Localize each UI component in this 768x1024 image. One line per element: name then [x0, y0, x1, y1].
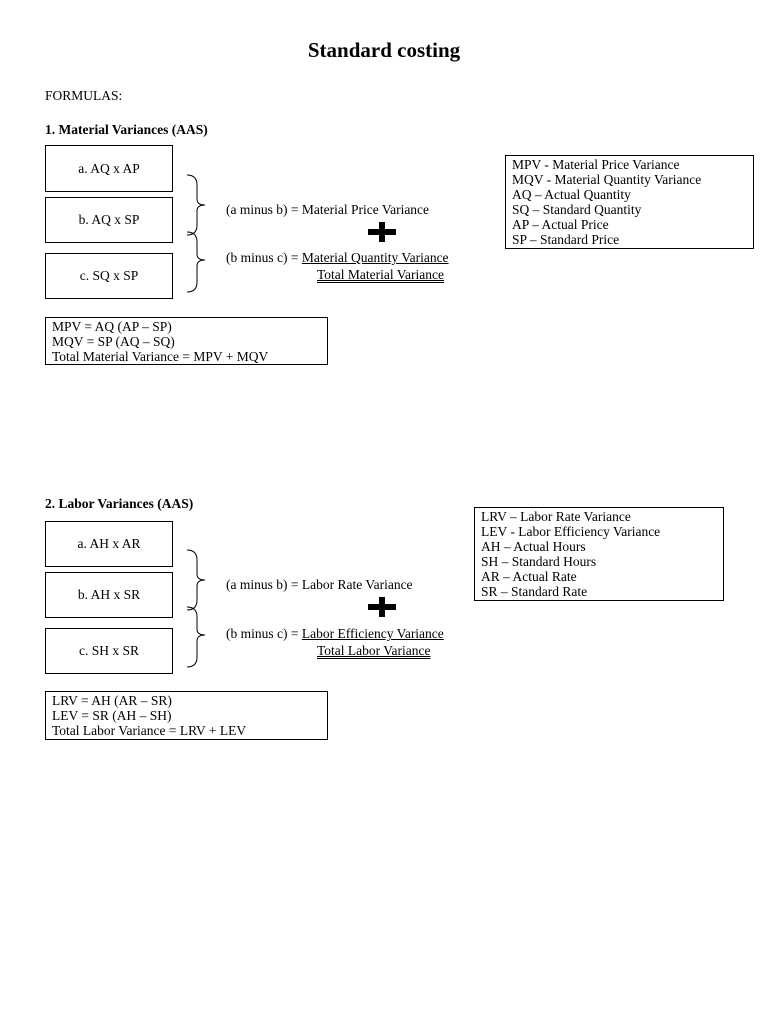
material-formula-box: MPV = AQ (AP – SP) MQV = SP (AQ – SQ) To…	[45, 317, 328, 365]
labor-efficiency-variance-line: (b minus c) = Labor Efficiency Variance	[226, 626, 444, 642]
material-box-a: a. AQ x AP	[45, 145, 173, 192]
labor-legend-box: LRV – Labor Rate Variance LEV - Labor Ef…	[474, 507, 724, 601]
material-box-b: b. AQ x SP	[45, 197, 173, 243]
material-quantity-variance-line: (b minus c) = Material Quantity Variance	[226, 250, 449, 266]
legend-item: SR – Standard Rate	[481, 584, 588, 599]
legend-item: MQV - Material Quantity Variance	[512, 172, 702, 187]
formula-line: MPV = AQ (AP – SP)	[52, 319, 172, 334]
labor-efficiency-variance-label: Labor Efficiency Variance	[301, 626, 444, 641]
formula-line: LRV = AH (AR – SR)	[52, 693, 172, 708]
formula-line: MQV = SP (AQ – SQ)	[52, 334, 175, 349]
material-brace-ab	[186, 174, 206, 236]
legend-item: LEV - Labor Efficiency Variance	[481, 524, 661, 539]
legend-item: SP – Standard Price	[512, 232, 620, 247]
legend-item: AH – Actual Hours	[481, 539, 586, 554]
formula-line: Total Labor Variance = LRV + LEV	[52, 723, 247, 738]
legend-item: LRV – Labor Rate Variance	[481, 509, 631, 524]
formula-line: LEV = SR (AH – SH)	[52, 708, 172, 723]
labor-box-b: b. AH x SR	[45, 572, 173, 618]
legend-item: AR – Actual Rate	[481, 569, 577, 584]
legend-item: SH – Standard Hours	[481, 554, 597, 569]
labor-formula-box: LRV = AH (AR – SR) LEV = SR (AH – SH) To…	[45, 691, 328, 740]
labor-section-heading: 2. Labor Variances (AAS)	[45, 496, 194, 511]
labor-box-c: c. SH x SR	[45, 628, 173, 674]
material-price-variance-line: (a minus b) = Material Price Variance	[226, 202, 430, 217]
material-legend-box: MPV - Material Price Variance MQV - Mate…	[505, 155, 754, 249]
labor-box-a: a. AH x AR	[45, 521, 173, 567]
material-quantity-variance-label: Material Quantity Variance	[301, 250, 449, 265]
labor-brace-bc	[186, 606, 206, 668]
material-quantity-prefix: (b minus c) =	[226, 250, 302, 265]
legend-item: SQ – Standard Quantity	[512, 202, 642, 217]
formulas-heading: FORMULAS:	[45, 88, 123, 103]
material-section-heading: 1. Material Variances (AAS)	[45, 122, 208, 137]
material-box-c: c. SQ x SP	[45, 253, 173, 299]
formula-line: Total Material Variance = MPV + MQV	[52, 349, 269, 364]
labor-total-variance-label: Total Labor Variance	[317, 643, 431, 658]
legend-item: MPV - Material Price Variance	[512, 157, 680, 172]
plus-icon	[368, 222, 396, 242]
plus-icon	[368, 597, 396, 617]
material-total-variance-label: Total Material Variance	[317, 267, 444, 282]
labor-brace-ab	[186, 549, 206, 611]
legend-item: AQ – Actual Quantity	[512, 187, 631, 202]
material-brace-bc	[186, 231, 206, 293]
labor-efficiency-prefix: (b minus c) =	[226, 626, 302, 641]
labor-rate-variance-line: (a minus b) = Labor Rate Variance	[226, 577, 413, 592]
legend-item: AP – Actual Price	[512, 217, 609, 232]
page-title: Standard costing	[307, 38, 461, 62]
